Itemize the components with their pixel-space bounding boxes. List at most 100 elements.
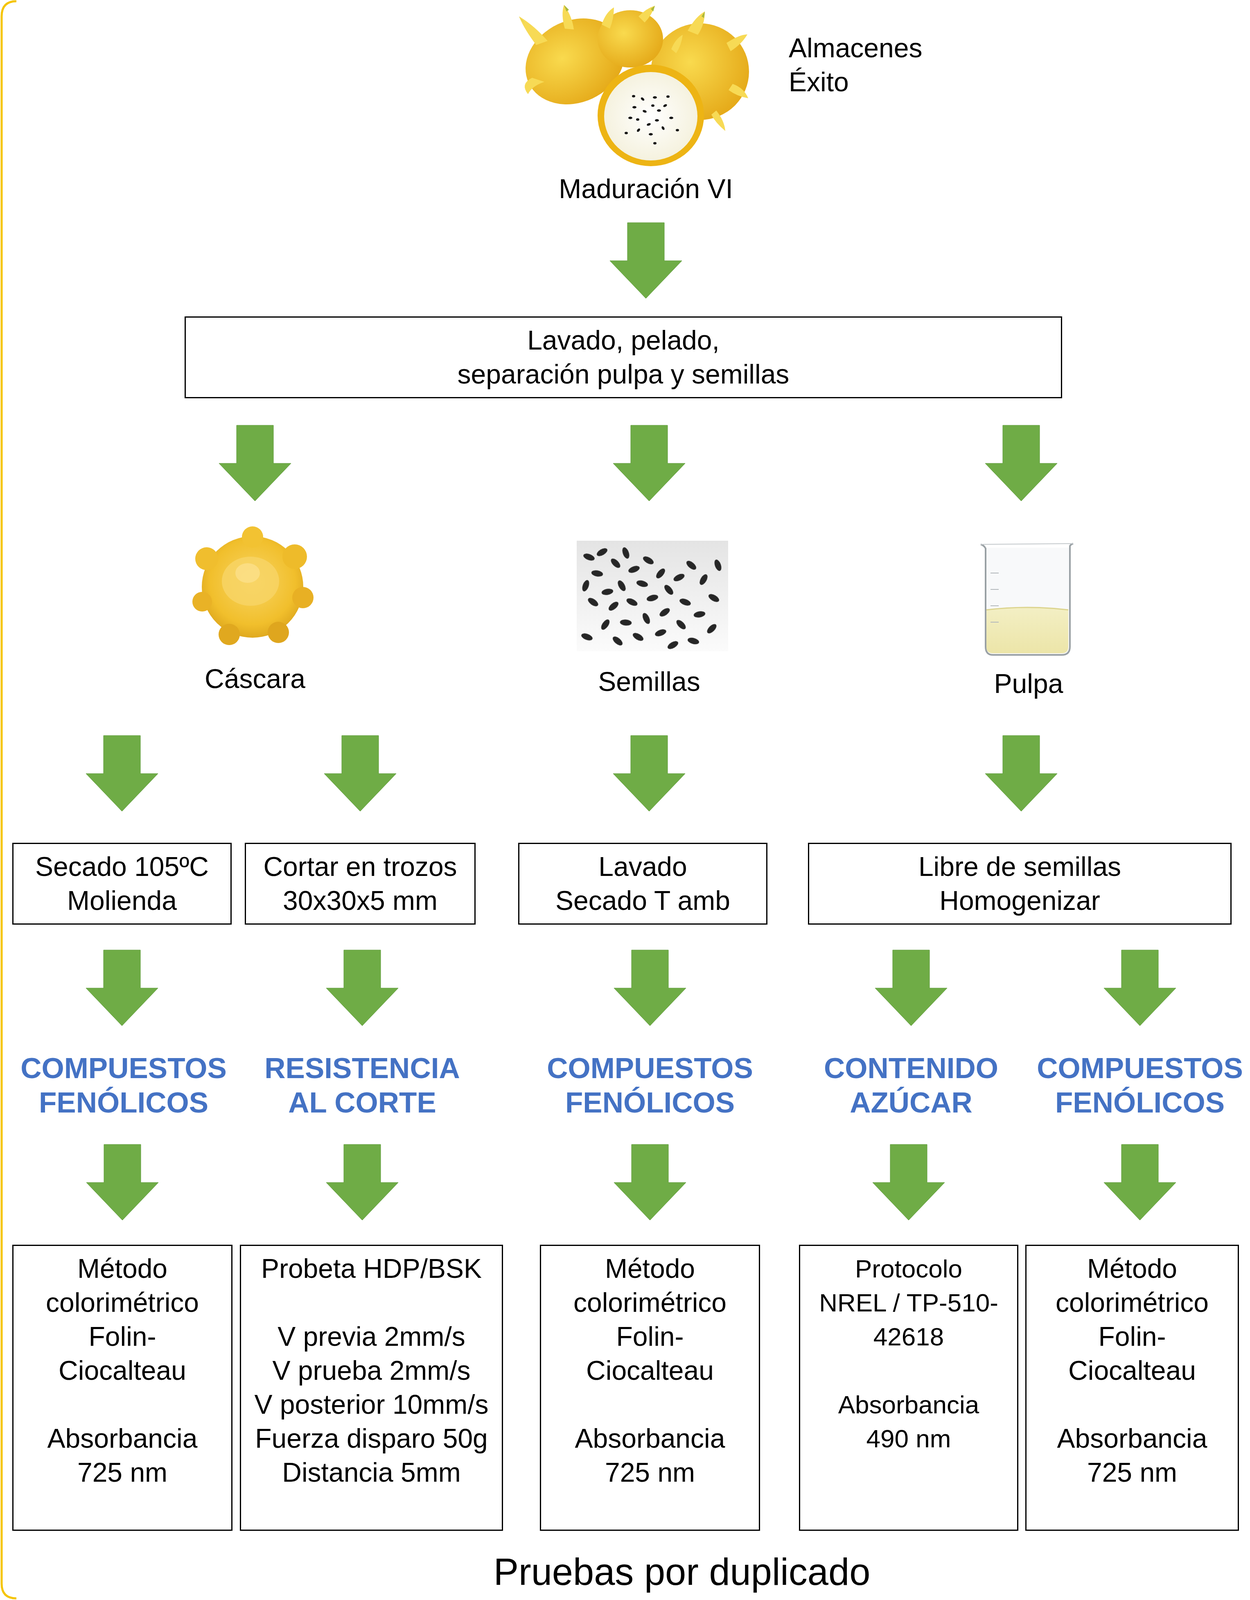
- text-line: Probeta HDP/BSK: [261, 1251, 482, 1286]
- text-line: COMPUESTOS: [13, 1051, 235, 1086]
- node-text: Absorbancia 725 nm: [47, 1421, 198, 1490]
- node-text: RESISTENCIA AL CORTE: [251, 1051, 473, 1120]
- text-line: Distancia 5mm: [254, 1455, 489, 1490]
- text-line: V prueba 2mm/s: [254, 1353, 489, 1388]
- node-text: Absorbancia 725 nm: [575, 1421, 726, 1490]
- seeds-illustration: [576, 540, 729, 652]
- node-text: Almacenes Éxito: [788, 31, 1035, 100]
- flow-arrow: [86, 1144, 159, 1221]
- flow-arrow: [613, 949, 686, 1026]
- text-line: Absorbancia: [838, 1387, 980, 1422]
- flow-arrow: [875, 949, 948, 1026]
- node-text: Lavado, pelado, separación pulpa y semil…: [457, 323, 790, 392]
- text-line: separación pulpa y semillas: [457, 357, 790, 392]
- text-line: V posterior 10mm/s: [254, 1387, 489, 1422]
- node-text: Pulpa: [889, 666, 1168, 701]
- process-box: Libre de semillas Homogenizar: [807, 842, 1232, 925]
- text-line: Absorbancia: [575, 1421, 726, 1456]
- text-line: 490 nm: [838, 1421, 980, 1456]
- text-line: Ciocalteau: [1055, 1353, 1209, 1388]
- figure-node: Cáscara: [70, 527, 440, 704]
- flow-arrow: [85, 949, 158, 1026]
- text-line: Secado T amb: [555, 883, 731, 918]
- text-line: FENÓLICOS: [13, 1085, 235, 1120]
- flow-arrow: [1103, 949, 1176, 1026]
- text-line: Semillas: [544, 664, 754, 699]
- text-line: 725 nm: [47, 1455, 198, 1490]
- text-line: Cáscara: [70, 661, 440, 696]
- flow-arrow: [1103, 1144, 1176, 1221]
- flow-arrow: [613, 735, 686, 812]
- text-line: 30x30x5 mm: [263, 883, 457, 918]
- text-line: FENÓLICOS: [539, 1085, 761, 1120]
- flow-arrow: [218, 425, 292, 501]
- node-text: COMPUESTOS FENÓLICOS: [13, 1051, 235, 1120]
- text-line: Maduración VI: [502, 171, 790, 206]
- step-label: RESISTENCIA AL CORTE: [251, 1051, 473, 1120]
- text-line: COMPUESTOS: [1033, 1051, 1247, 1086]
- flow-arrow: [613, 1144, 686, 1221]
- text-line: Libre de semillas: [918, 849, 1122, 884]
- text-line: Fuerza disparo 50g: [254, 1421, 489, 1456]
- node-text: Método colorimétrico Folin- Ciocalteau: [1055, 1251, 1209, 1388]
- process-box: Probeta HDP/BSK V previa 2mm/s V prueba 2…: [239, 1244, 504, 1531]
- text-line: Protocolo: [819, 1251, 999, 1286]
- process-box: Secado 105ºC Molienda: [12, 842, 232, 925]
- text-line: Folin-: [573, 1319, 727, 1354]
- text-line: Homogenizar: [918, 883, 1122, 918]
- text-line: Ciocalteau: [45, 1353, 199, 1388]
- node-text: Secado 105ºC Molienda: [35, 849, 209, 918]
- beaker-illustration: [980, 543, 1074, 655]
- text-line: Molienda: [35, 883, 209, 918]
- flow-arrow: [613, 425, 686, 501]
- flow-arrow: [326, 1144, 399, 1221]
- figure-node: Pulpa: [882, 527, 1161, 704]
- node-text: Libre de semillas Homogenizar: [918, 849, 1122, 918]
- node-text: Método colorimétrico Folin- Ciocalteau: [45, 1251, 199, 1388]
- text-line: FENÓLICOS: [1033, 1085, 1247, 1120]
- text-line: Éxito: [788, 65, 1035, 100]
- figure-node: Almacenes ÉxitoMaduración VI: [502, 0, 790, 205]
- process-box: Protocolo NREL / TP-510- 42618Absorbanci…: [798, 1244, 1019, 1531]
- text-line: NREL / TP-510-: [819, 1285, 999, 1320]
- text-line: colorimétrico: [573, 1285, 727, 1320]
- step-label: COMPUESTOS FENÓLICOS: [13, 1051, 235, 1120]
- caption: Pruebas por duplicado: [456, 1551, 908, 1593]
- step-label: COMPUESTOS FENÓLICOS: [539, 1051, 761, 1120]
- text-line: colorimétrico: [1055, 1285, 1209, 1320]
- text-line: Método: [1055, 1251, 1209, 1286]
- text-line: colorimétrico: [45, 1285, 199, 1320]
- step-label: CONTENIDO AZÚCAR: [800, 1051, 1022, 1120]
- text-line: Pulpa: [889, 666, 1168, 701]
- node-text: Semillas: [544, 664, 754, 699]
- process-box: Lavado, pelado, separación pulpa y semil…: [184, 316, 1063, 399]
- text-line: RESISTENCIA: [251, 1051, 473, 1086]
- node-text: CONTENIDO AZÚCAR: [800, 1051, 1022, 1120]
- text-line: Folin-: [45, 1319, 199, 1354]
- node-text: Maduración VI: [502, 171, 790, 206]
- text-line: 42618: [819, 1319, 999, 1354]
- node-text: COMPUESTOS FENÓLICOS: [539, 1051, 761, 1120]
- node-text: COMPUESTOS FENÓLICOS: [1033, 1051, 1247, 1120]
- text-line: V previa 2mm/s: [254, 1319, 489, 1354]
- flow-arrow: [609, 222, 682, 299]
- flow-arrow: [85, 735, 158, 812]
- node-text: Protocolo NREL / TP-510- 42618: [819, 1251, 999, 1354]
- process-box: Cortar en trozos 30x30x5 mm: [244, 842, 476, 925]
- text-line: Almacenes: [788, 31, 1035, 66]
- process-box: Método colorimétrico Folin- CiocalteauAb…: [1025, 1244, 1239, 1531]
- node-text: Método colorimétrico Folin- Ciocalteau: [573, 1251, 727, 1388]
- flow-arrow: [872, 1144, 945, 1221]
- flow-arrow: [324, 735, 397, 812]
- node-text: Lavado Secado T amb: [555, 849, 731, 918]
- text-line: Método: [45, 1251, 199, 1286]
- pitahaya-illustration: [511, 2, 750, 167]
- figure-node: Semillas: [544, 527, 754, 704]
- process-box: Método colorimétrico Folin- CiocalteauAb…: [539, 1244, 761, 1531]
- node-text: V previa 2mm/s V prueba 2mm/s V posterio…: [254, 1319, 489, 1490]
- process-box: Método colorimétrico Folin- CiocalteauAb…: [12, 1244, 233, 1531]
- text-line: Absorbancia: [1057, 1421, 1208, 1456]
- flow-arrow: [985, 425, 1058, 501]
- text-line: AZÚCAR: [800, 1085, 1022, 1120]
- text-line: COMPUESTOS: [539, 1051, 761, 1086]
